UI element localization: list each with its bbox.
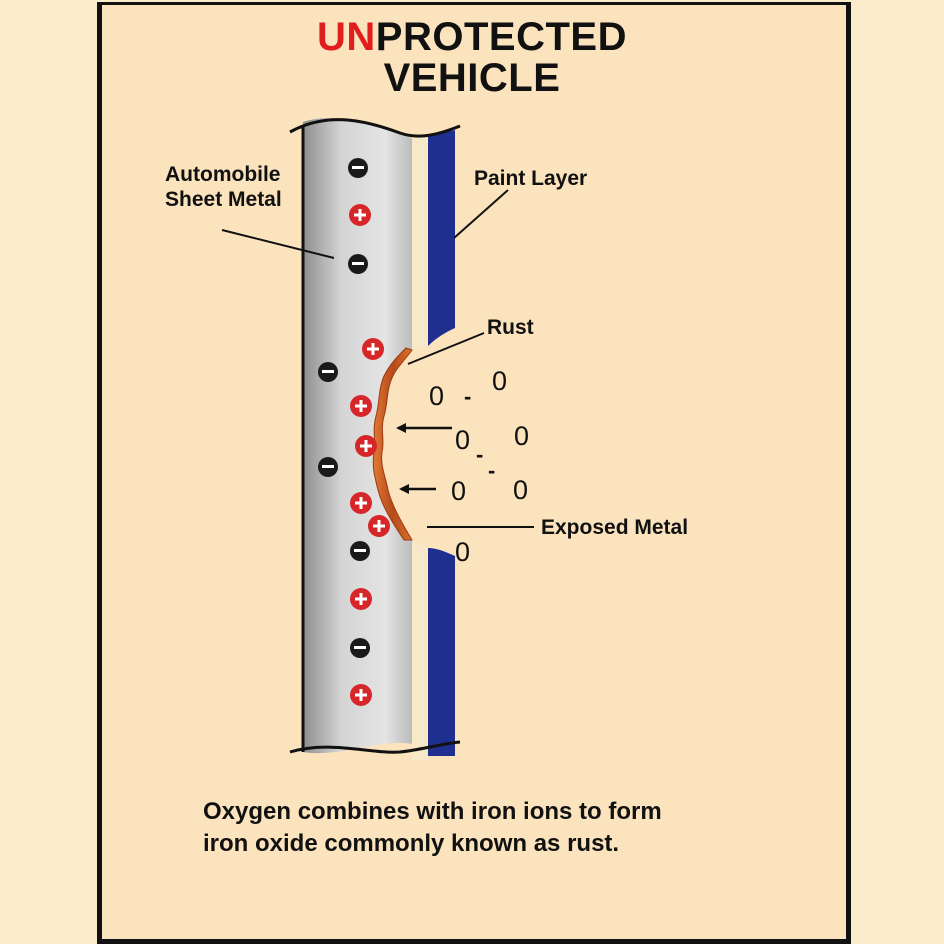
title-rest: PROTECTED — [375, 15, 627, 59]
electron-minus: - — [464, 384, 471, 409]
positive-ion-icon — [362, 338, 384, 360]
caption-line1: Oxygen combines with iron ions to form — [203, 798, 662, 825]
negative-ion-icon — [350, 541, 370, 561]
negative-ion-icon — [348, 158, 368, 178]
label-sheet-metal: Automobile Sheet Metal — [165, 162, 282, 212]
positive-ion-icon — [368, 515, 390, 537]
leader-rust — [407, 332, 485, 365]
label-sheet-metal-line1: Automobile — [165, 163, 281, 186]
positive-ion-icon — [349, 204, 371, 226]
bottom-edge — [289, 740, 461, 754]
paint-layer-upper — [428, 130, 455, 346]
title-line-2: VEHICLE — [383, 56, 561, 100]
electron-minus: - — [476, 442, 483, 467]
rust-pit — [381, 346, 428, 548]
positive-ion-icon — [350, 492, 372, 514]
positive-ion-icon — [350, 395, 372, 417]
label-paint-layer: Paint Layer — [474, 167, 588, 190]
diagram-frame — [97, 2, 851, 944]
rust-layer — [372, 347, 413, 541]
oxygen-symbol: 0 — [451, 476, 466, 506]
oxygen-symbol: 0 — [492, 366, 507, 396]
positive-ion-icon — [350, 684, 372, 706]
label-sheet-metal-line2: Sheet Metal — [165, 188, 282, 212]
title-line-1: UNPROTECTED — [0, 17, 944, 57]
positive-ion-icon — [355, 435, 377, 457]
negative-ion-icon — [318, 457, 338, 477]
electron-minus: - — [488, 458, 495, 483]
oxygen-symbol: 0 — [514, 421, 529, 451]
sheet-metal — [303, 118, 412, 754]
top-edge — [289, 118, 461, 138]
oxygen-symbol: 0 — [429, 381, 444, 411]
ion-markers — [318, 158, 390, 706]
oxygen-symbol: 0 — [513, 475, 528, 505]
oxygen-symbol: 0 — [455, 537, 470, 567]
caption-line2: iron oxide commonly known as rust. — [203, 829, 620, 857]
positive-ion-icon — [350, 588, 372, 610]
title-prefix: UN — [317, 15, 376, 59]
negative-ion-icon — [348, 254, 368, 274]
paint-layer-lower — [428, 548, 455, 756]
caption: Oxygen combines with iron ions to form i… — [203, 796, 662, 860]
label-rust: Rust — [487, 316, 534, 339]
oxygen-symbol: 0 — [455, 425, 470, 455]
leader-sheet-metal — [221, 229, 335, 259]
leader-paint-layer — [453, 189, 509, 239]
negative-ion-icon — [318, 362, 338, 382]
negative-ion-icon — [350, 638, 370, 658]
label-exposed-metal: Exposed Metal — [541, 516, 689, 539]
